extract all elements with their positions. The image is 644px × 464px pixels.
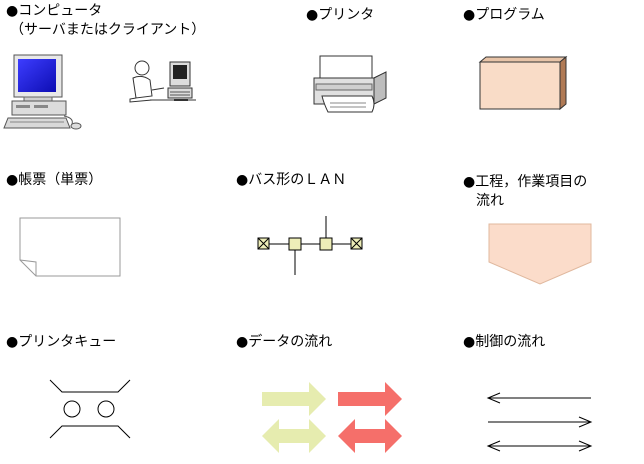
printer-bullet: ● xyxy=(306,7,319,23)
printer-queue-label: ●プリンタキュー xyxy=(6,333,116,352)
process-bullet: ● xyxy=(463,174,476,190)
data-flow-yellow-right-arrow xyxy=(262,382,326,416)
computer-sublabel: （サーバまたはクライアント） xyxy=(10,22,206,38)
process-label-text: 工程，作業項目の xyxy=(475,174,588,190)
control-flow-bullet: ● xyxy=(463,334,476,350)
printer-queue-bullet: ● xyxy=(6,334,19,350)
printer-label: ●プリンタ xyxy=(306,6,374,25)
process-label: ●工程，作業項目の xyxy=(463,173,587,192)
printer-label-text: プリンタ xyxy=(318,7,375,23)
data-flow-bullet: ● xyxy=(236,334,249,350)
bus-lan-label: ●バス形のＬＡＮ xyxy=(236,171,346,190)
data-flow-red-double-arrow xyxy=(338,419,402,453)
data-flow-yellow-double-arrow xyxy=(262,419,326,453)
program-label-text: プログラム xyxy=(475,7,545,23)
bus-lan-bullet: ● xyxy=(236,172,249,188)
computer-label-text: コンピュータ xyxy=(18,3,103,19)
form-bullet: ● xyxy=(6,172,19,188)
computer-bullet: ● xyxy=(6,3,19,19)
form-label-text: 帳票（単票） xyxy=(18,172,103,188)
printer-queue-label-text: プリンタキュー xyxy=(18,334,117,350)
data-flow-label: ●データの流れ xyxy=(236,333,332,352)
control-flow-label: ●制御の流れ xyxy=(463,333,545,352)
data-flow-red-right-arrow xyxy=(338,382,402,416)
computer-label: ●コンピュータ xyxy=(6,2,102,21)
program-bullet: ● xyxy=(463,7,476,23)
program-label: ●プログラム xyxy=(463,6,545,25)
form-label: ●帳票（単票） xyxy=(6,171,102,190)
data-flow-label-text: データの流れ xyxy=(248,334,333,350)
control-flow-label-text: 制御の流れ xyxy=(475,334,546,350)
process-label-line2: 流れ xyxy=(476,193,504,209)
bus-lan-label-text: バス形のＬＡＮ xyxy=(248,172,347,188)
